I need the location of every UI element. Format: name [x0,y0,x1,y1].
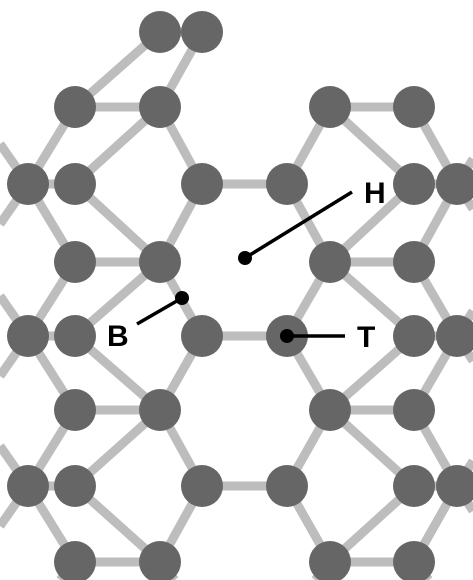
atom [181,465,223,507]
bridge-site-dot [175,291,189,305]
bridge-site-label: B [107,320,129,353]
atom [54,241,96,283]
atom [266,163,308,205]
atom [54,86,96,128]
hollow-leader-line [244,190,353,260]
atom [436,315,473,357]
bridge-leader-line [136,296,183,326]
hollow-site-dot [238,251,252,265]
atom [54,315,96,357]
atom [309,86,351,128]
atom [309,541,351,580]
atom [393,86,435,128]
atom [436,163,473,205]
atom [393,389,435,431]
atom [54,541,96,580]
atom [139,86,181,128]
atom [54,465,96,507]
atom [393,465,435,507]
hollow-site-label: H [364,177,386,210]
atom [309,241,351,283]
atom [266,465,308,507]
bridge-site-marker: B [107,291,189,353]
atom [7,315,49,357]
atom [7,465,49,507]
top-site-dot [280,329,294,343]
atom [139,11,181,53]
atom [181,315,223,357]
atom [309,389,351,431]
atom [181,163,223,205]
atom [393,241,435,283]
atom [54,389,96,431]
atom [139,541,181,580]
atom [393,315,435,357]
atom [139,241,181,283]
atom [393,541,435,580]
atom [181,11,223,53]
atom [139,389,181,431]
top-site-label: T [357,321,375,354]
hollow-site-marker: H [238,177,386,265]
atom [436,465,473,507]
atom [54,163,96,205]
atom [7,163,49,205]
top-site-marker: T [280,321,375,354]
atom [393,163,435,205]
atoms [7,11,473,580]
